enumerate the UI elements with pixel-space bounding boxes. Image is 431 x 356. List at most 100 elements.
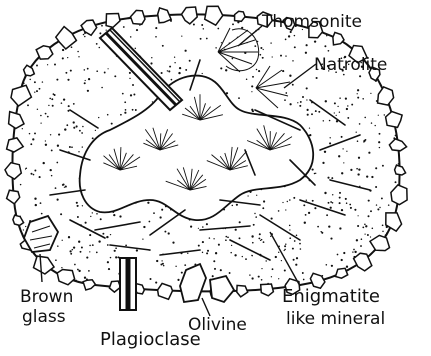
stipple-dot [324, 45, 326, 47]
stipple-dot [22, 128, 23, 129]
stipple-dot [282, 70, 284, 72]
stipple-dot [368, 200, 370, 202]
stipple-dot [65, 72, 67, 74]
stipple-dot [259, 238, 261, 240]
stipple-dot [382, 231, 383, 232]
rim-crystal [158, 283, 173, 299]
stipple-dot [50, 169, 52, 171]
stipple-dot [365, 225, 367, 227]
stipple-dot [206, 38, 208, 40]
stipple-dot [293, 259, 295, 261]
stipple-dot [326, 35, 327, 36]
stipple-dot [41, 213, 43, 215]
stipple-dot [245, 258, 247, 260]
stipple-dot [354, 209, 356, 211]
stipple-dot [284, 269, 286, 271]
stipple-dot [238, 97, 240, 99]
stipple-dot [29, 79, 31, 81]
stipple-dot [135, 109, 137, 111]
stipple-dot [343, 252, 345, 254]
stipple-dot [254, 213, 255, 214]
stipple-dot [357, 225, 359, 227]
stipple-dot [379, 147, 380, 148]
stipple-dot [98, 240, 100, 242]
rim-crystal [261, 284, 274, 296]
stipple-dot [258, 276, 260, 278]
stipple-dot [259, 233, 261, 235]
stipple-dot [382, 165, 384, 167]
stipple-dot [45, 113, 47, 115]
stipple-dot [345, 198, 347, 200]
stipple-dot [381, 197, 383, 199]
stipple-dot [68, 236, 70, 238]
stipple-dot [358, 215, 359, 216]
stipple-dot [314, 40, 316, 42]
stipple-dot [187, 253, 188, 254]
stipple-dot [362, 98, 364, 100]
stipple-dot [87, 68, 89, 70]
stipple-dot [379, 207, 380, 208]
stipple-dot [161, 72, 163, 74]
stipple-dot [88, 270, 90, 272]
stipple-dot [312, 169, 314, 171]
stipple-dot [227, 236, 229, 238]
stipple-dot [202, 252, 203, 253]
stipple-dot [275, 256, 277, 258]
stipple-dot [327, 177, 329, 179]
stipple-dot [306, 87, 308, 89]
stipple-dot [300, 248, 302, 250]
stipple-dot [203, 28, 204, 29]
stipple-dot [306, 199, 307, 200]
leader-olivine [202, 298, 210, 316]
stipple-dot [161, 209, 163, 211]
stipple-dot [150, 278, 152, 280]
stipple-dot [168, 70, 170, 72]
stipple-dot [104, 72, 106, 74]
stipple-dot [331, 265, 333, 267]
stipple-dot [251, 277, 253, 279]
stipple-dot [271, 276, 272, 277]
stipple-dot [255, 216, 257, 218]
stipple-dot [359, 75, 361, 77]
stipple-dot [61, 102, 63, 104]
stipple-dot [92, 244, 94, 246]
stipple-dot [229, 272, 231, 274]
stipple-dot [37, 109, 38, 110]
stipple-dot [221, 42, 222, 43]
stipple-dot [51, 175, 53, 177]
stipple-dot [293, 197, 295, 199]
stipple-dot [367, 234, 369, 236]
stipple-dot [155, 27, 157, 29]
plagioclase-lath-small [120, 258, 136, 310]
rim-crystal [336, 268, 348, 278]
stipple-dot [378, 141, 380, 143]
stipple-dot [135, 48, 136, 49]
rim-crystal [237, 285, 248, 297]
stipple-dot [363, 141, 365, 143]
stipple-dot [346, 266, 348, 268]
stipple-dot [353, 249, 355, 251]
stipple-dot [35, 204, 37, 206]
rim-crystal [158, 8, 171, 23]
stipple-dot [334, 112, 335, 113]
stipple-dot [315, 110, 317, 112]
stipple-dot [364, 224, 366, 226]
stipple-dot [198, 245, 200, 247]
stipple-dot [252, 242, 254, 244]
stipple-dot [372, 228, 374, 230]
stipple-dot [58, 134, 60, 136]
label-enigmatite-line2: like mineral [286, 309, 385, 329]
stipple-dot [370, 93, 371, 94]
stipple-dot [95, 130, 96, 131]
stipple-dot [292, 84, 294, 86]
stipple-dot [80, 251, 82, 253]
stipple-dot [306, 44, 308, 46]
stipple-dot [270, 42, 271, 43]
rim-crystal [235, 11, 246, 21]
stipple-dot [352, 251, 353, 252]
stipple-dot [71, 46, 73, 48]
stipple-dot [338, 155, 340, 157]
label-enigmatite-line1: Enigmatite [282, 286, 380, 307]
stipple-dot [339, 112, 340, 113]
